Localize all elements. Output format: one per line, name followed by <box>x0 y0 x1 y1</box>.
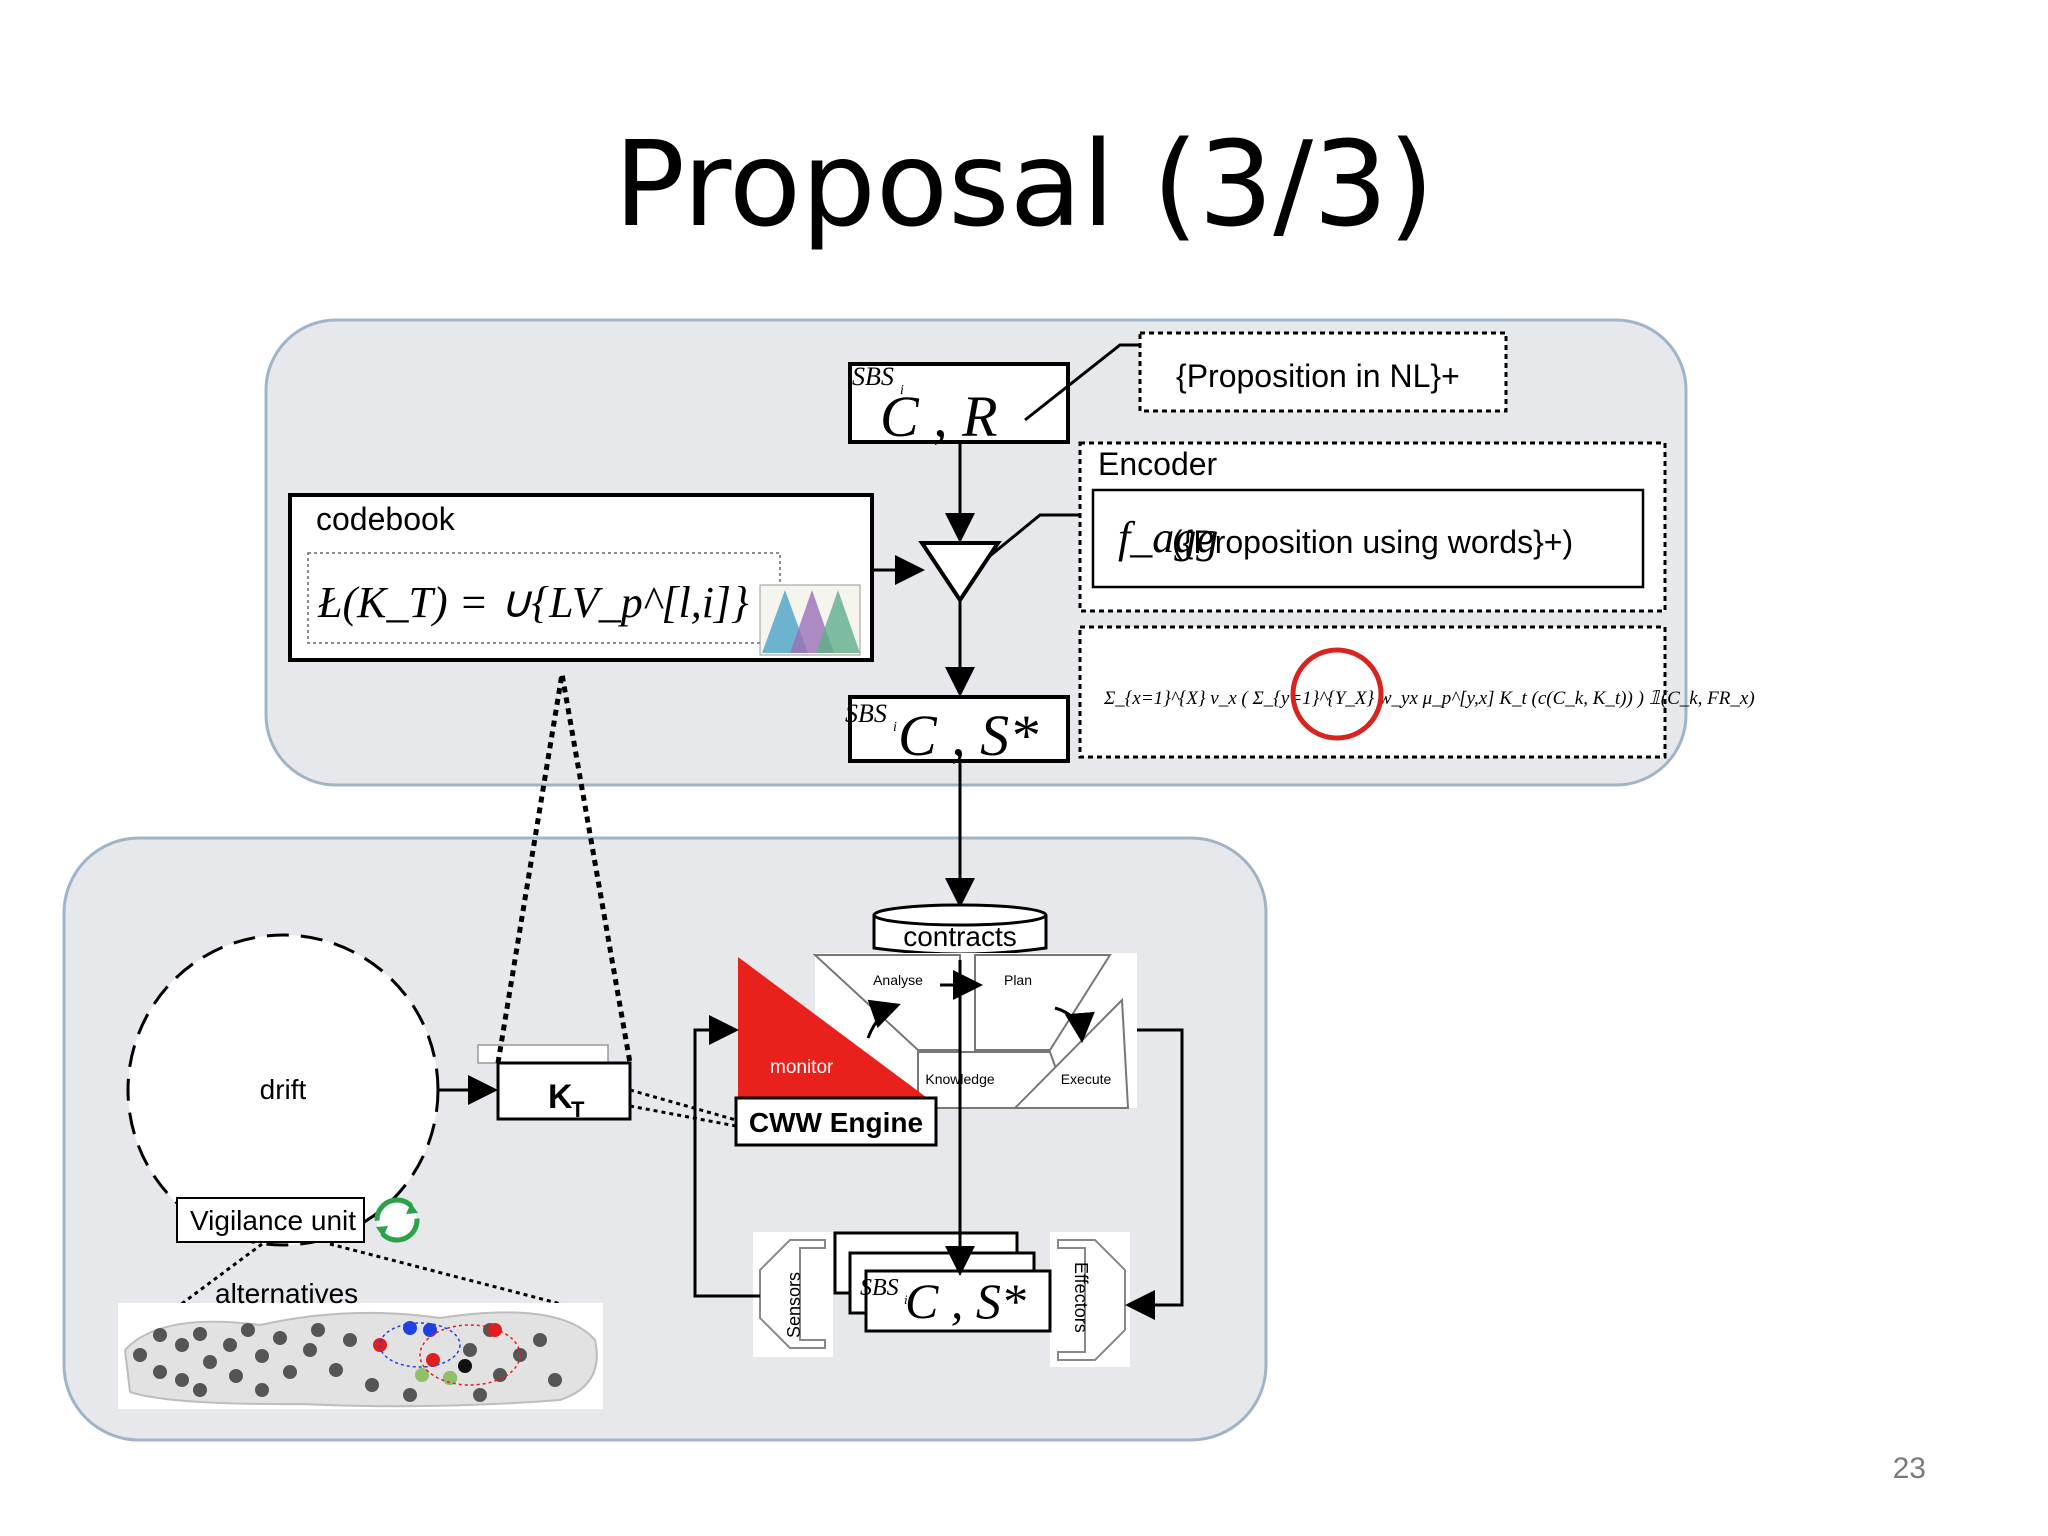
drift-label: drift <box>260 1074 307 1105</box>
encoder-text: ({Proposition using words}+) <box>1172 524 1573 560</box>
fuzzy-set-thumbnail <box>759 584 861 656</box>
analyse-label: Analyse <box>873 972 923 988</box>
encoder-label: Encoder <box>1098 446 1218 482</box>
sbs-subscript-top: i <box>900 383 904 398</box>
plan-label: Plan <box>1004 972 1032 988</box>
selector-triangle <box>918 541 1002 604</box>
aggregation-formula: Σ_{x=1}^{X} v_x ( Σ_{y=1}^{Y_X} w_yx μ_p… <box>1103 688 1755 709</box>
drift-circle: drift <box>126 933 440 1247</box>
cr-box-text: C , R <box>880 384 998 449</box>
slide-title: Proposal (3/3) <box>613 115 1435 253</box>
aggregation-formula-box: Σ_{x=1}^{X} v_x ( Σ_{y=1}^{Y_X} w_yx μ_p… <box>1078 625 1755 759</box>
cww-engine-label: CWW Engine <box>749 1107 923 1138</box>
proposition-text: {Proposition in NL}+ <box>1176 358 1460 394</box>
encoder-function: f_agg <box>1118 513 1218 562</box>
monitor-label: monitor <box>770 1057 834 1078</box>
vigilance-label: Vigilance unit <box>190 1205 356 1236</box>
codebook-label: codebook <box>316 501 456 537</box>
effectors-label: Effectors <box>1071 1262 1091 1333</box>
cs-stack-text: C , S* <box>905 1273 1026 1329</box>
alternatives-label: alternatives <box>215 1278 358 1309</box>
sbs-subscript-bottom: i <box>904 1292 908 1307</box>
codebook-box: codebook Ł(K_T) = ∪{LV_p^[l,i]} <box>288 493 874 662</box>
kt-subscript: T <box>571 1097 585 1122</box>
cs-stack: SBS i C , S* <box>833 1231 1052 1333</box>
cs-box-top: SBS i C , S* <box>845 695 1070 768</box>
alternatives-dots <box>133 1323 562 1402</box>
proposition-box: {Proposition in NL}+ <box>1138 331 1508 413</box>
cs-box-text: C , S* <box>898 703 1038 768</box>
sensors-label: Sensors <box>784 1272 804 1338</box>
sbs-label-mid: SBS <box>845 699 887 728</box>
cww-engine-box: CWW Engine <box>734 1096 938 1147</box>
highlight-circle <box>1290 647 1384 741</box>
sbs-label-bottom: SBS <box>860 1275 899 1301</box>
page-number: 23 <box>1892 1452 1926 1485</box>
sensors-block: Sensors <box>753 1232 833 1357</box>
execute-label: Execute <box>1061 1071 1112 1087</box>
contracts-label: contracts <box>903 921 1017 952</box>
contracts-store: contracts <box>872 903 1048 956</box>
sbs-subscript-mid: i <box>893 720 897 735</box>
cycle-icon <box>374 1197 420 1243</box>
effectors-block: Effectors <box>1050 1232 1130 1367</box>
kt-box: K T <box>477 1044 632 1122</box>
cr-box: SBS i C , R <box>848 362 1070 449</box>
codebook-formula: Ł(K_T) = ∪{LV_p^[l,i]} <box>317 578 749 627</box>
alternatives-cluster: alternatives <box>118 1278 603 1409</box>
encoder-box: Encoder f_agg ({Proposition using words}… <box>1078 441 1667 613</box>
monitor-block: monitor <box>738 957 930 1100</box>
sbs-label-top: SBS <box>852 362 894 391</box>
kt-label: K <box>548 1078 573 1116</box>
vigilance-unit: Vigilance unit <box>176 1197 420 1243</box>
